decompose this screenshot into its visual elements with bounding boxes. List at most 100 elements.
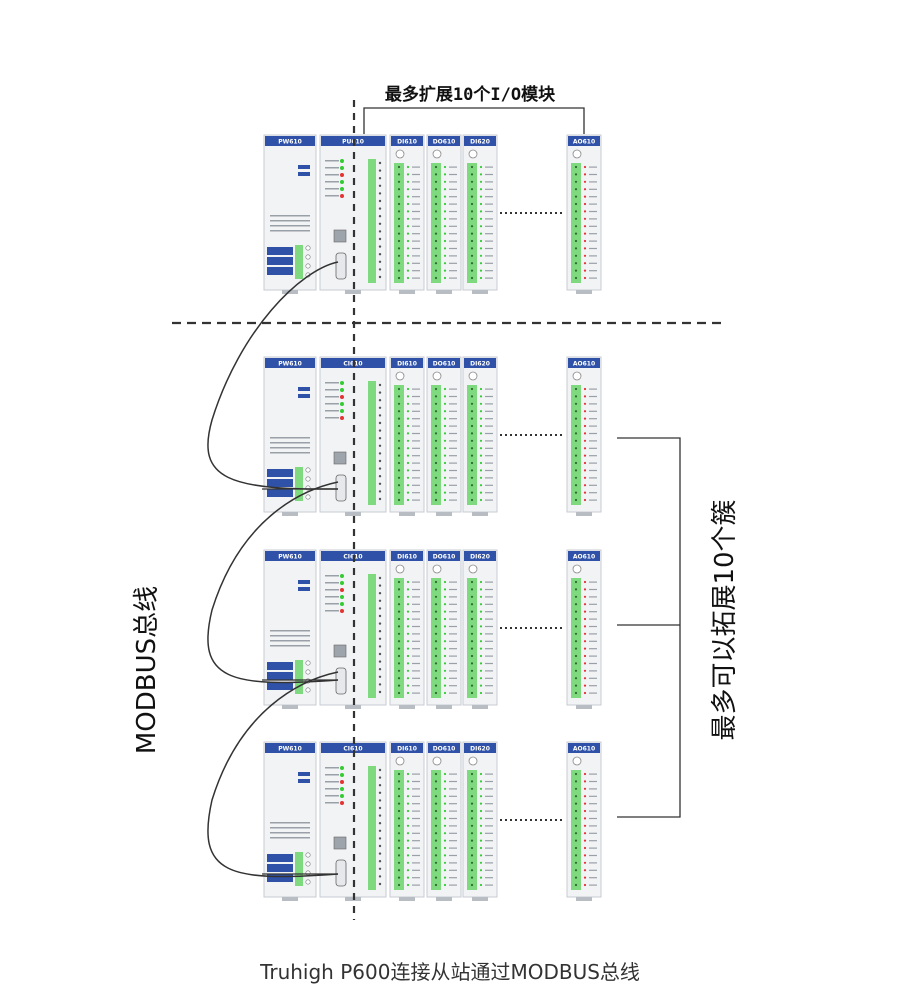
terminal-pin xyxy=(397,677,401,680)
terminal-pin xyxy=(378,383,382,387)
module-di620: DI620 xyxy=(462,741,498,901)
terminal-pin xyxy=(397,603,401,606)
terminal-pin xyxy=(397,580,401,584)
terminal-pin xyxy=(434,854,438,857)
channel-led xyxy=(479,439,483,442)
channel-led xyxy=(583,491,587,494)
channel-led xyxy=(443,787,447,790)
channel-label xyxy=(412,685,420,687)
terminal-pin xyxy=(574,447,578,450)
terminal-pin xyxy=(397,588,401,591)
channel-led xyxy=(443,632,447,635)
channel-led xyxy=(443,195,447,198)
terminal-pin xyxy=(378,459,382,463)
channel-led xyxy=(406,461,410,465)
terminal-pin xyxy=(574,498,578,502)
status-led xyxy=(340,581,344,585)
terminal-pin xyxy=(397,402,401,405)
pw-tag xyxy=(298,387,310,391)
terminal-pin xyxy=(470,632,474,635)
channel-led xyxy=(406,861,410,864)
status-led xyxy=(340,381,344,385)
terminal-pin xyxy=(434,484,438,487)
terminal-pin xyxy=(378,592,382,595)
channel-label xyxy=(412,877,420,879)
terminal-pin xyxy=(397,883,401,887)
status-led xyxy=(340,180,344,184)
channel-label xyxy=(449,188,457,190)
channel-led xyxy=(479,854,483,857)
terminal-pin xyxy=(397,772,401,776)
terminal-pin xyxy=(470,410,474,413)
address-dial xyxy=(432,371,442,381)
channel-label xyxy=(412,388,420,390)
terminal-pin xyxy=(470,424,474,428)
channel-led xyxy=(406,491,410,494)
channel-led xyxy=(479,269,483,272)
channel-led xyxy=(406,232,410,235)
led-label xyxy=(325,603,339,605)
power-io-tag xyxy=(267,672,293,680)
channel-label xyxy=(485,611,493,613)
terminal-pin xyxy=(574,225,578,228)
terminal-pin xyxy=(574,424,578,428)
terminal-pin xyxy=(470,402,474,405)
terminal-pin xyxy=(378,875,382,878)
channel-led xyxy=(479,617,483,621)
expansion-bracket xyxy=(363,107,585,134)
channel-label xyxy=(589,455,597,457)
terminal-pin xyxy=(434,165,438,169)
power-io-tag xyxy=(267,854,293,862)
terminal-pin xyxy=(434,402,438,405)
channel-led xyxy=(479,610,483,613)
modbus-cable-2 xyxy=(207,481,339,684)
terminal-pin xyxy=(434,809,438,813)
terminal-pin xyxy=(574,484,578,487)
channel-label xyxy=(449,181,457,183)
channel-led xyxy=(443,861,447,864)
channel-label xyxy=(485,462,493,464)
terminal-pin xyxy=(574,610,578,613)
terminal-pin xyxy=(378,275,382,279)
channel-label xyxy=(449,432,457,435)
terminal-pin xyxy=(470,654,474,658)
channel-label xyxy=(485,469,493,472)
module-title: CI610 xyxy=(343,746,362,753)
channel-led xyxy=(406,832,410,835)
channel-label xyxy=(412,173,420,176)
terminal-pin xyxy=(397,817,401,820)
channel-label xyxy=(449,788,457,790)
terminal-pin xyxy=(574,402,578,405)
terminal-pin xyxy=(397,617,401,621)
power-io-tag xyxy=(267,267,293,275)
db9-port xyxy=(335,252,347,280)
module-ao610: AO610 xyxy=(566,741,602,901)
channel-led xyxy=(406,640,410,643)
channel-label xyxy=(449,462,457,464)
terminal-pin xyxy=(434,780,438,783)
channel-label xyxy=(589,877,597,879)
terminal-pin xyxy=(378,652,382,656)
terminal-pin xyxy=(397,691,401,695)
terminal-pin xyxy=(470,772,474,776)
channel-led xyxy=(406,188,410,191)
channel-label xyxy=(589,388,597,390)
db9-port xyxy=(335,859,347,887)
channel-led xyxy=(583,617,587,621)
channel-label xyxy=(485,625,493,628)
module-title: AO610 xyxy=(573,139,595,146)
din-clip xyxy=(436,705,452,709)
channel-led xyxy=(406,410,410,413)
terminal-pin xyxy=(378,690,382,694)
terminal-pin xyxy=(434,276,438,280)
module-title: PW610 xyxy=(278,554,302,561)
channel-label xyxy=(589,462,597,464)
channel-label xyxy=(589,218,597,220)
terminal-pin xyxy=(470,247,474,250)
led-label xyxy=(325,410,339,412)
channel-led xyxy=(479,595,483,598)
module-header xyxy=(391,743,423,753)
terminal-pin xyxy=(434,832,438,835)
